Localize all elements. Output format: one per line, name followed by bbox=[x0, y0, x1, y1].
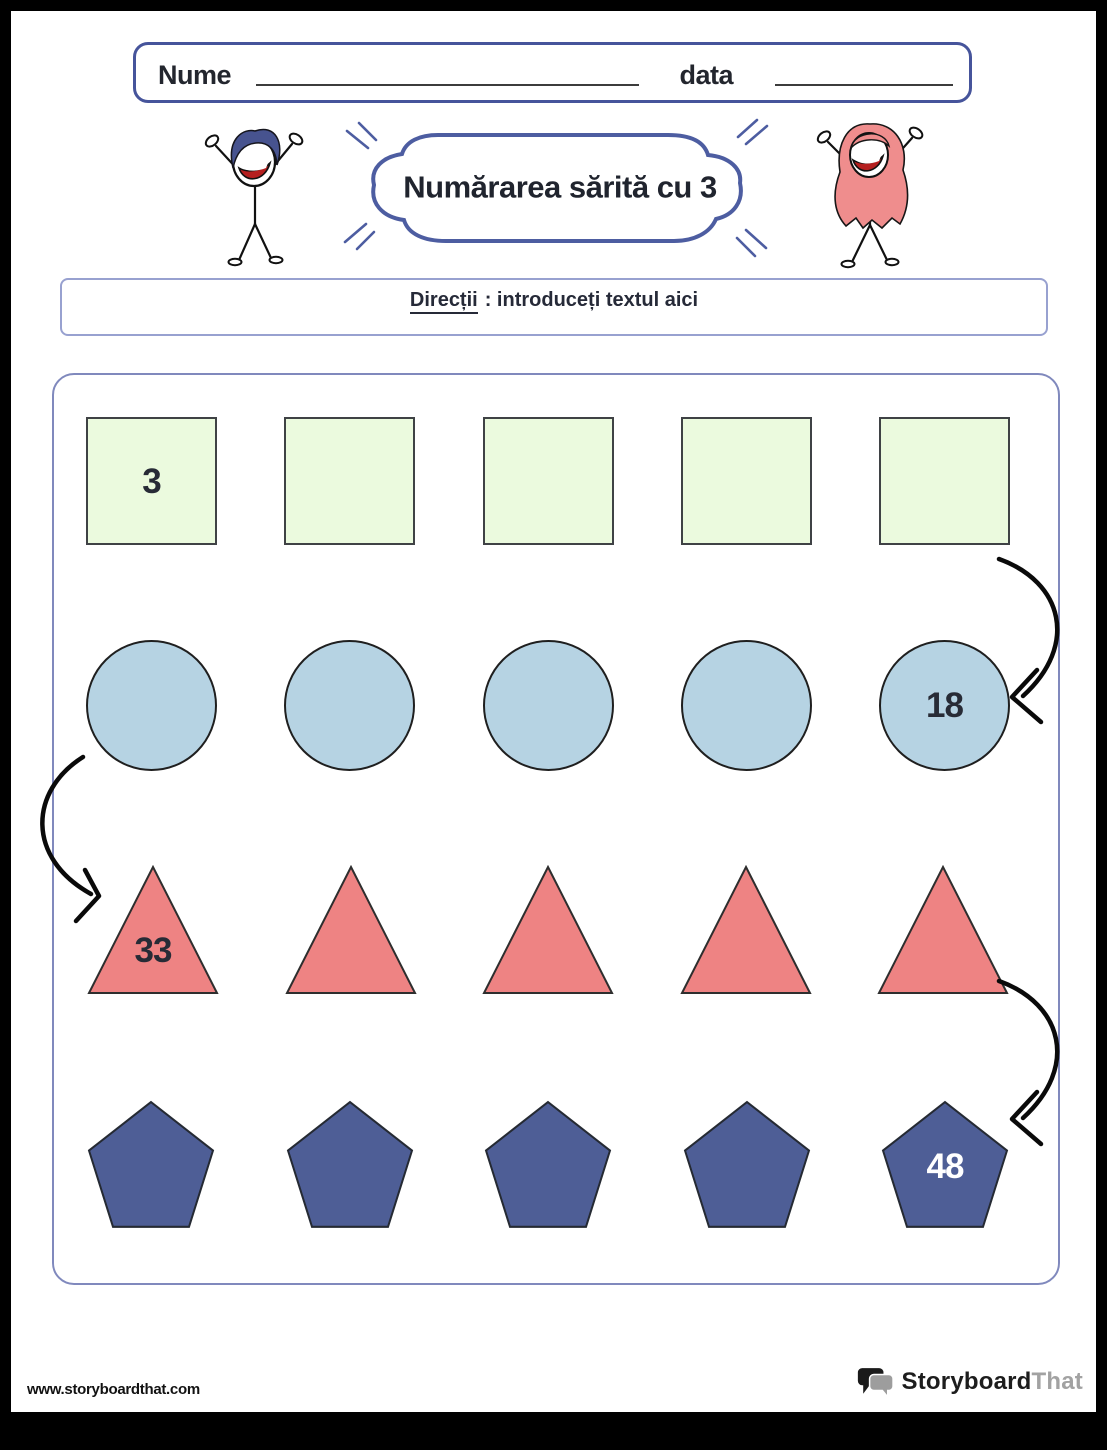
pentagon-shape[interactable] bbox=[86, 1099, 216, 1233]
squares-row: 3 bbox=[86, 417, 1010, 545]
square-shape[interactable] bbox=[879, 417, 1010, 545]
logo-text-that: That bbox=[1031, 1368, 1083, 1395]
speech-bubbles-icon bbox=[857, 1368, 894, 1398]
storyboardthat-logo: StoryboardThat bbox=[857, 1366, 1083, 1398]
circle-shape[interactable] bbox=[680, 640, 812, 771]
triangle-value: 33 bbox=[134, 930, 173, 970]
circle-shape[interactable] bbox=[482, 640, 614, 771]
name-label: Nume bbox=[158, 60, 232, 90]
triangle-shape[interactable] bbox=[284, 865, 418, 995]
website-url: www.storyboardthat.com bbox=[27, 1381, 200, 1398]
name-write-line[interactable] bbox=[256, 84, 640, 86]
title-banner: Numărarea sărită cu 3 bbox=[338, 118, 782, 260]
triangle-shape[interactable] bbox=[876, 865, 1010, 995]
square-value: 3 bbox=[142, 461, 161, 501]
logo-text-storyboard: Storyboard bbox=[901, 1368, 1032, 1395]
directions-placeholder[interactable]: : introduceți textul aici bbox=[484, 289, 699, 311]
triangle-shape[interactable] bbox=[679, 865, 813, 995]
pentagon-shape[interactable] bbox=[483, 1099, 613, 1233]
triangles-row: 33 bbox=[86, 865, 1010, 995]
boy-smile-icon bbox=[237, 160, 272, 180]
circle-shape[interactable]: 18 bbox=[879, 640, 1010, 771]
date-label: data bbox=[679, 60, 733, 90]
pentagon-value: 48 bbox=[926, 1146, 965, 1186]
square-shape[interactable]: 3 bbox=[86, 417, 217, 545]
square-shape[interactable] bbox=[482, 417, 614, 545]
triangle-shape[interactable] bbox=[481, 865, 615, 995]
cloud-bubble-icon bbox=[343, 118, 769, 258]
circle-value: 18 bbox=[926, 686, 964, 725]
circle-shape[interactable] bbox=[86, 640, 217, 771]
square-shape[interactable] bbox=[680, 417, 812, 545]
name-date-bar: Nume data bbox=[133, 42, 972, 103]
square-shape[interactable] bbox=[284, 417, 416, 545]
boy-hair-icon bbox=[230, 128, 281, 169]
stick-figure-girl bbox=[816, 123, 924, 269]
circles-row: 18 bbox=[86, 640, 1010, 771]
triangle-shape[interactable]: 33 bbox=[86, 865, 220, 995]
pentagon-shape[interactable] bbox=[285, 1099, 415, 1233]
circle-shape[interactable] bbox=[284, 640, 416, 771]
page-title: Numărarea sărită cu 3 bbox=[403, 169, 717, 205]
pentagons-row: 48 bbox=[86, 1099, 1010, 1233]
stick-figure-boy bbox=[204, 128, 304, 267]
directions-box: Direcții : introduceți textul aici bbox=[60, 278, 1048, 336]
directions-label: Direcții bbox=[409, 289, 478, 314]
date-write-line[interactable] bbox=[775, 84, 953, 86]
pentagon-shape[interactable] bbox=[682, 1099, 812, 1233]
pentagon-shape[interactable]: 48 bbox=[880, 1099, 1010, 1233]
